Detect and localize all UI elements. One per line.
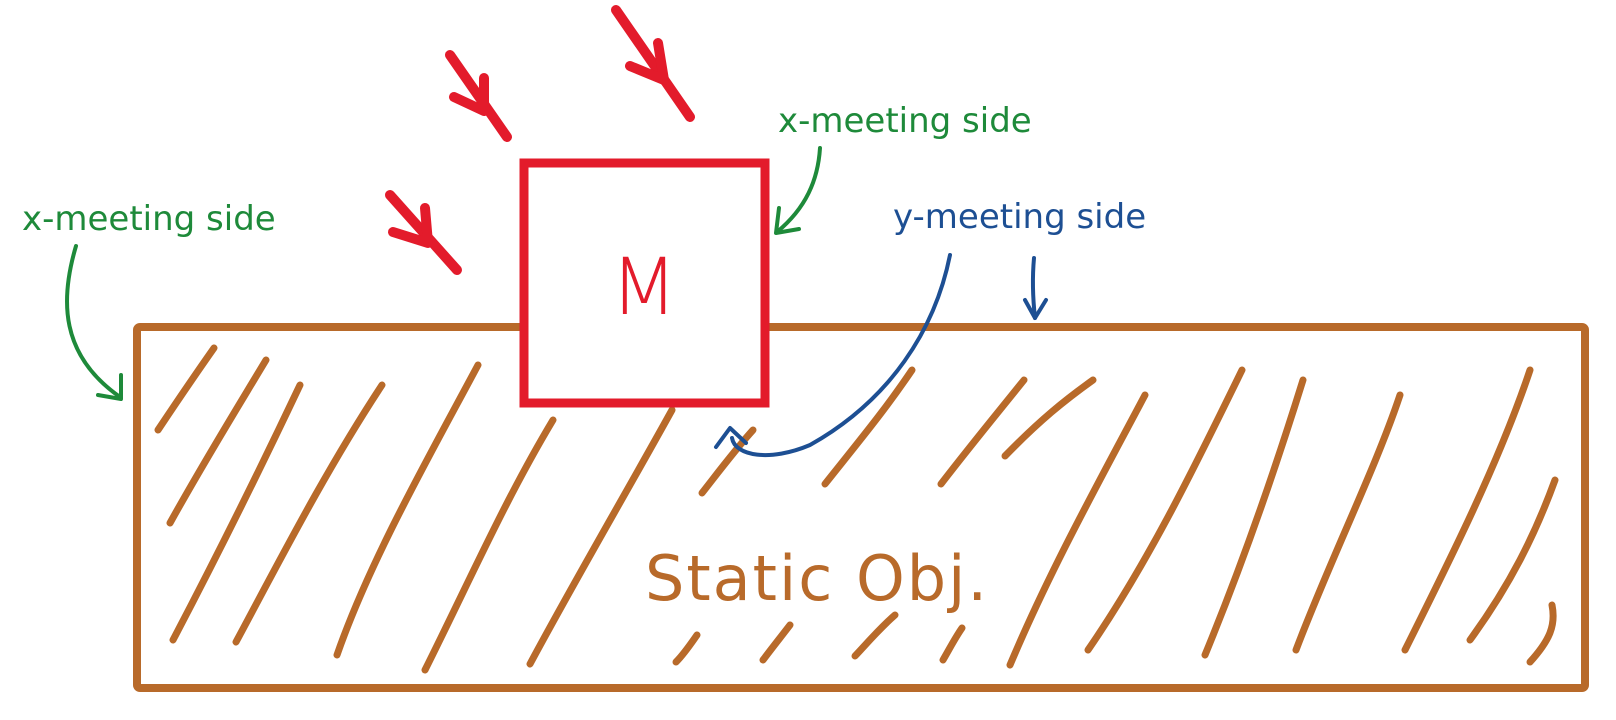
x-meeting-annotation-left: x-meeting side: [22, 199, 276, 401]
x-meeting-pointer-left: [64, 244, 122, 399]
x-meeting-label-right: x-meeting side: [778, 101, 1032, 141]
static-object-outline: [133, 323, 1589, 692]
force-arrow-icon: [385, 190, 462, 275]
y-meeting-pointer-curve: [730, 253, 952, 458]
force-arrow-icon: [611, 5, 695, 122]
moving-object: M: [519, 158, 770, 408]
static-object-label: Static Obj.: [645, 542, 989, 615]
force-arrow-icon: [445, 50, 512, 142]
moving-object-box: [519, 158, 770, 408]
arrowhead-icon: [774, 206, 801, 235]
y-meeting-pointer-down: [1030, 256, 1037, 320]
x-meeting-pointer-right: [775, 146, 822, 234]
static-object-hatching: [154, 344, 1559, 674]
y-meeting-annotation: y-meeting side: [714, 197, 1146, 458]
x-meeting-annotation-right: x-meeting side: [774, 101, 1032, 235]
arrowhead-icon: [714, 426, 748, 449]
y-meeting-label: y-meeting side: [893, 197, 1146, 237]
arrowhead-icon: [1023, 298, 1048, 320]
incoming-force-arrows-icon: [385, 5, 695, 275]
moving-object-label: M: [610, 243, 677, 333]
arrowhead-icon: [96, 373, 123, 401]
static-object: Static Obj.: [133, 323, 1589, 692]
x-meeting-label-left: x-meeting side: [22, 199, 276, 239]
